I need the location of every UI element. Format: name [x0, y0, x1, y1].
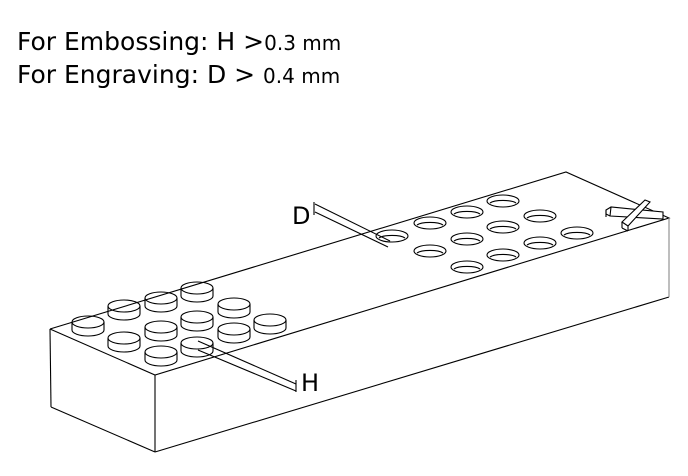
embossed-bumps	[71, 281, 287, 367]
embossing-label: For Embossing: H >	[17, 27, 265, 56]
bottom-side-edge	[154, 296, 670, 453]
embossed-bump	[144, 345, 178, 367]
embossed-bump	[107, 331, 141, 353]
engraved-hole	[486, 194, 520, 208]
engraving-spec: For Engraving: D > 0.4 mm	[17, 60, 340, 89]
embossed-bump	[144, 320, 178, 342]
embossed-bump	[180, 336, 214, 358]
embossed-bump	[180, 310, 214, 332]
engraved-hole	[413, 244, 447, 258]
engraved-hole	[486, 220, 520, 234]
bottom-front-edge	[50, 406, 156, 453]
embossed-bump	[107, 299, 141, 321]
cross-marker	[605, 199, 664, 232]
engraved-hole	[450, 260, 484, 274]
embossed-bump	[180, 281, 214, 303]
depth-label: D	[292, 202, 310, 230]
height-label: H	[301, 369, 319, 397]
embossed-bump	[144, 291, 178, 313]
engraving-label: For Engraving: D >	[17, 60, 264, 89]
engraved-hole	[450, 205, 484, 219]
embossed-bump	[71, 315, 105, 337]
embossed-bump	[253, 313, 287, 335]
block-outline	[49, 171, 671, 453]
engraved-hole	[375, 229, 409, 243]
top-face	[49, 171, 671, 376]
embossing-value: 0.3 mm	[264, 31, 342, 55]
engraved-hole	[523, 209, 557, 223]
embossed-bump	[217, 297, 251, 319]
engraved-hole	[413, 216, 447, 230]
engraved-hole	[450, 232, 484, 246]
engraved-hole	[486, 248, 520, 262]
engraved-hole	[523, 236, 557, 250]
depth-indicator: D	[292, 202, 391, 248]
embossing-spec: For Embossing: H >0.3 mm	[17, 27, 341, 56]
height-indicator: H	[197, 340, 319, 397]
engraved-holes	[375, 194, 594, 274]
embossed-bump	[217, 322, 251, 344]
engraved-hole	[560, 226, 594, 240]
engraving-value: 0.4 mm	[263, 64, 341, 88]
left-edge	[49, 328, 52, 408]
